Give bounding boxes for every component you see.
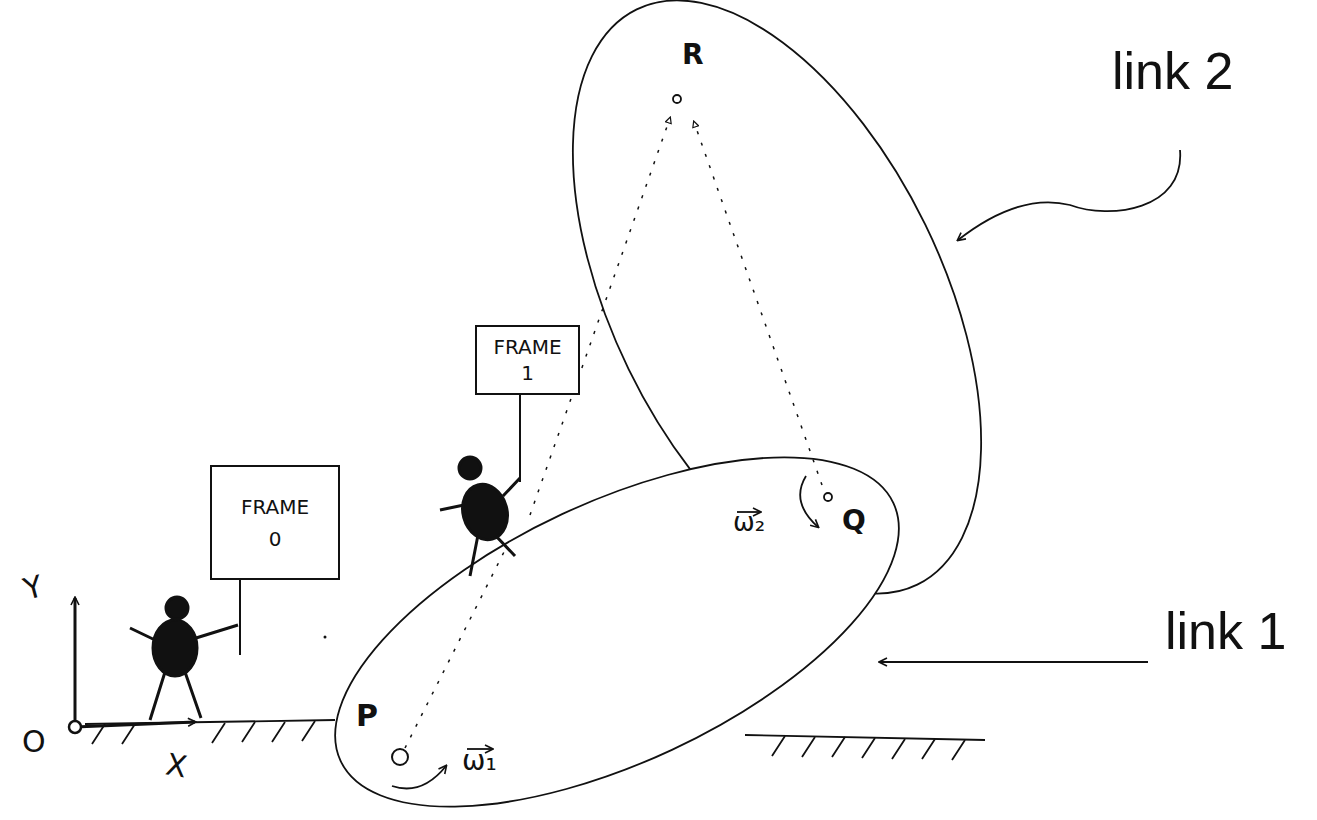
link-1-body <box>286 385 949 820</box>
point-label: Q <box>842 504 866 538</box>
flag-text: FRAME 0 <box>241 491 309 555</box>
axis-label: X <box>163 746 190 785</box>
flag-box: FRAME 1 <box>475 325 580 395</box>
axis-label: Y <box>20 568 47 608</box>
stick-figure <box>130 580 240 720</box>
stick-figure <box>440 395 520 576</box>
point-r <box>673 95 681 103</box>
dot <box>324 636 327 639</box>
angular-velocity: ω₁ <box>462 744 497 778</box>
dashed-lines <box>405 118 822 748</box>
angular-velocity: ω₂ <box>733 507 765 538</box>
flag-box: FRAME 0 <box>210 465 340 580</box>
joint-p <box>392 749 408 765</box>
part-name: link 1 <box>1165 600 1286 662</box>
joint-q <box>824 493 832 501</box>
axis-label: O <box>22 724 46 760</box>
rotation-arrows <box>392 476 818 789</box>
callout-leaders <box>880 150 1180 662</box>
point-label: P <box>356 698 378 734</box>
point-label: R <box>682 38 704 72</box>
flag-text: FRAME 1 <box>493 334 561 386</box>
part-name: link 2 <box>1112 40 1233 102</box>
